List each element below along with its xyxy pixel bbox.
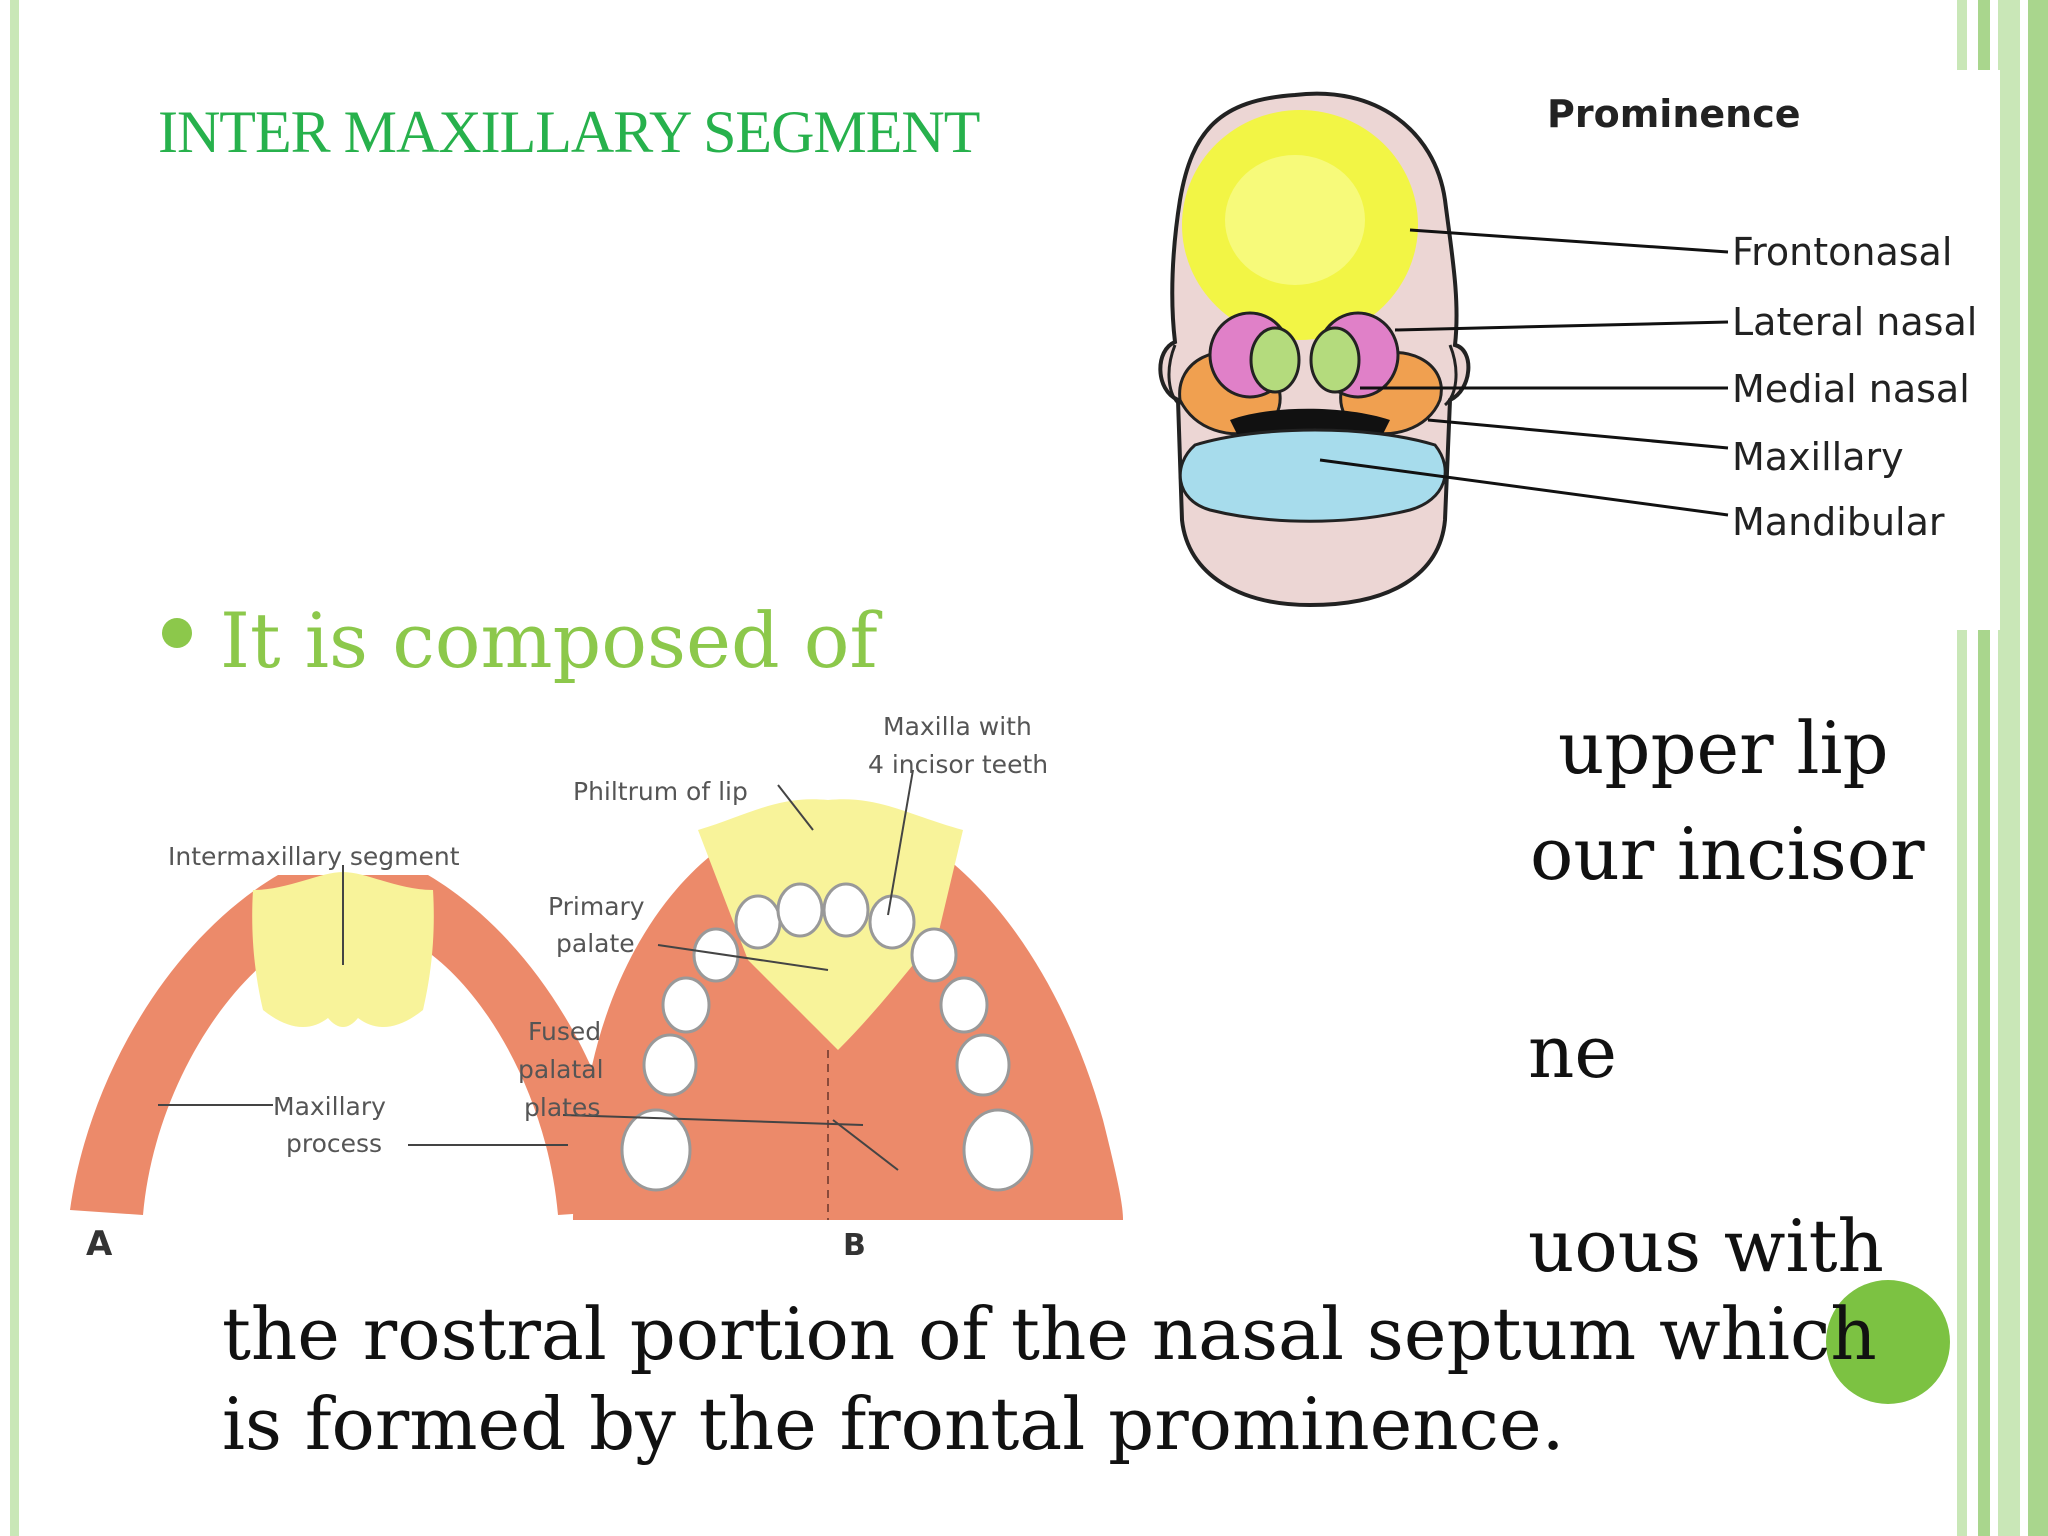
mandibular-region xyxy=(1178,428,1447,523)
prominence-diagram-svg: Prominence Frontonasal Lateral nasal Med… xyxy=(1158,91,1977,608)
palate-diagram: Intermaxillary segment Maxillary process… xyxy=(58,700,1518,1280)
label-primary-1: Primary xyxy=(548,892,645,921)
label-mandibular: Mandibular xyxy=(1732,500,1945,544)
partial-line-3: ne xyxy=(1528,1010,1617,1094)
frontonasal-highlight xyxy=(1225,155,1365,285)
leader-frontonasal xyxy=(1409,228,1729,254)
tooth xyxy=(661,976,711,1034)
body-line-1: the rostral portion of the nasal septum … xyxy=(222,1292,1877,1376)
medial-nasal-left xyxy=(1249,326,1301,394)
label-intermaxillary-segment: Intermaxillary segment xyxy=(168,842,460,871)
eye-right xyxy=(1443,344,1458,407)
label-maxilla-2: 4 incisor teeth xyxy=(868,750,1048,779)
decorative-green-circle xyxy=(1826,1280,1950,1404)
partial-line-1: upper lip xyxy=(1558,706,1889,790)
leader-maxilla xyxy=(887,769,914,916)
leader-fused-plates-2 xyxy=(832,1119,899,1171)
tooth xyxy=(962,1108,1034,1192)
bullet-text: It is composed of xyxy=(220,596,878,685)
leader-mandibular xyxy=(1319,458,1729,517)
label-maxillary: Maxillary xyxy=(1732,435,1904,479)
panel-letter-b: B xyxy=(843,1228,866,1263)
label-maxilla-1: Maxilla with xyxy=(883,712,1032,741)
tooth xyxy=(692,927,740,983)
tooth xyxy=(734,894,782,950)
tooth xyxy=(822,882,870,938)
right-border-bar xyxy=(1957,0,1967,1536)
tooth xyxy=(955,1033,1011,1097)
leader-maxillary xyxy=(1427,418,1729,450)
maxillary-process-arch xyxy=(70,875,630,1215)
label-fused-2: palatal xyxy=(518,1055,604,1084)
label-frontonasal: Frontonasal xyxy=(1732,230,1952,274)
label-medial-nasal: Medial nasal xyxy=(1732,367,1970,411)
right-border-bar xyxy=(2028,0,2048,1536)
label-primary-2: palate xyxy=(556,929,635,958)
label-maxillary-2: process xyxy=(286,1129,382,1158)
tooth xyxy=(776,882,824,938)
leader-philtrum xyxy=(777,784,814,831)
prominence-diagram: Prominence Frontonasal Lateral nasal Med… xyxy=(1110,70,2000,630)
teeth xyxy=(620,882,1034,1192)
label-maxillary-1: Maxillary xyxy=(273,1092,386,1121)
panel-letter-a: A xyxy=(86,1224,113,1264)
tooth xyxy=(939,976,989,1034)
bullet-icon xyxy=(162,618,192,648)
medial-nasal-right xyxy=(1309,326,1361,394)
body-line-2: is formed by the frontal prominence. xyxy=(222,1382,1565,1466)
eye-left xyxy=(1167,344,1182,407)
tooth xyxy=(642,1033,698,1097)
label-fused-3: plates xyxy=(524,1093,600,1122)
leader-fused-plates xyxy=(562,1114,864,1126)
tooth xyxy=(910,927,958,983)
partial-line-4: uous with xyxy=(1528,1204,1884,1288)
leader-primary-palate xyxy=(657,944,829,971)
label-fused-1: Fused xyxy=(528,1017,601,1046)
slide-title: INTER MAXILLARY SEGMENT xyxy=(158,99,980,165)
right-border-bar xyxy=(1998,0,2020,1536)
palate-diagram-svg: Intermaxillary segment Maxillary process… xyxy=(58,700,1518,1280)
tooth xyxy=(868,894,916,950)
prominence-heading: Prominence xyxy=(1547,92,1801,136)
left-border-bar xyxy=(10,0,19,1536)
tooth xyxy=(620,1108,692,1192)
label-lateral-nasal: Lateral nasal xyxy=(1732,300,1977,344)
partial-line-2: our incisor xyxy=(1530,812,1925,896)
leader-lateral-nasal xyxy=(1394,320,1729,332)
label-philtrum: Philtrum of lip xyxy=(573,777,748,806)
